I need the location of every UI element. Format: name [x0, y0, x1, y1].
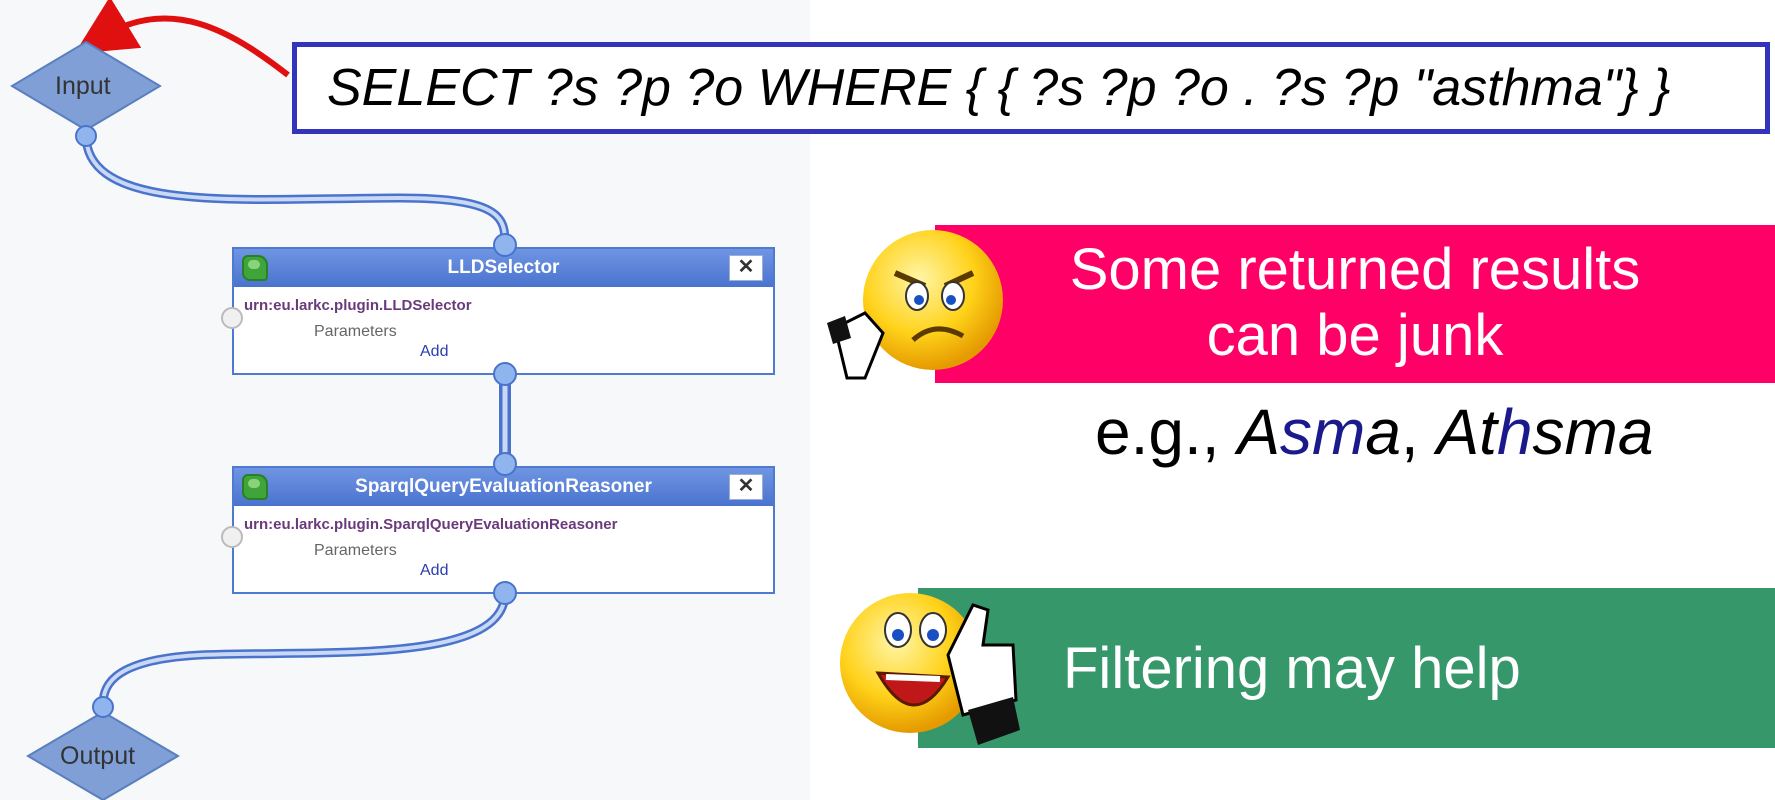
- puzzle-piece-icon: [242, 255, 268, 281]
- junk-examples: e.g., Asma, Athsma: [1095, 395, 1653, 469]
- junk-line-2: can be junk: [1206, 303, 1504, 368]
- red-curved-arrow-icon: [74, 0, 290, 78]
- angry-thumbs-down-smiley-icon: [827, 230, 1003, 380]
- node-urn: urn:eu.larkc.plugin.LLDSelector: [244, 297, 472, 314]
- example-separator: ,: [1400, 396, 1437, 468]
- port-lld-in: [493, 233, 517, 257]
- input-label: Input: [55, 72, 111, 100]
- parameters-label: Parameters: [314, 542, 397, 559]
- example-word-1c: a: [1365, 396, 1401, 468]
- port-sparql-param: [221, 526, 243, 548]
- example-word-1a: A: [1237, 396, 1280, 468]
- filtering-callout: Filtering may help: [918, 588, 1775, 748]
- port-lld-out: [493, 362, 517, 386]
- port-sparql-out: [493, 581, 517, 605]
- add-parameter-link[interactable]: Add: [420, 562, 449, 579]
- example-word-1b: sm: [1280, 396, 1366, 468]
- port-sparql-in: [493, 452, 517, 476]
- port-input-out: [75, 125, 97, 147]
- sparql-query-text: SELECT ?s ?p ?o WHERE { { ?s ?p ?o . ?s …: [327, 59, 1671, 117]
- plugin-node-sparql-reasoner[interactable]: SparqlQueryEvaluationReasoner ✕ urn:eu.l…: [232, 466, 775, 594]
- example-word-2c: sma: [1532, 396, 1654, 468]
- node-urn: urn:eu.larkc.plugin.SparqlQueryEvaluatio…: [244, 516, 618, 533]
- output-node-diamond[interactable]: [26, 710, 180, 800]
- add-parameter-link[interactable]: Add: [420, 343, 449, 360]
- node-title: SparqlQueryEvaluationReasoner: [355, 476, 652, 497]
- port-lld-param: [221, 307, 243, 329]
- plugin-node-lldselector[interactable]: LLDSelector ✕ urn:eu.larkc.plugin.LLDSel…: [232, 247, 775, 375]
- example-prefix: e.g.,: [1095, 396, 1238, 468]
- junk-results-callout: Some returned results can be junk: [935, 225, 1775, 383]
- node-title: LLDSelector: [447, 257, 560, 278]
- junk-line-1: Some returned results: [1069, 237, 1641, 302]
- happy-thumbs-up-smiley-icon: [840, 593, 1020, 745]
- sparql-query-box: SELECT ?s ?p ?o WHERE { { ?s ?p ?o . ?s …: [292, 42, 1770, 134]
- port-output-in: [92, 696, 114, 718]
- close-button[interactable]: ✕: [729, 255, 763, 281]
- example-word-2b: h: [1496, 396, 1533, 468]
- example-word-2a: At: [1436, 396, 1497, 468]
- puzzle-piece-icon: [242, 474, 268, 500]
- output-label: Output: [60, 742, 136, 770]
- filtering-text: Filtering may help: [1063, 635, 1521, 701]
- close-button[interactable]: ✕: [729, 474, 763, 500]
- parameters-label: Parameters: [314, 323, 397, 340]
